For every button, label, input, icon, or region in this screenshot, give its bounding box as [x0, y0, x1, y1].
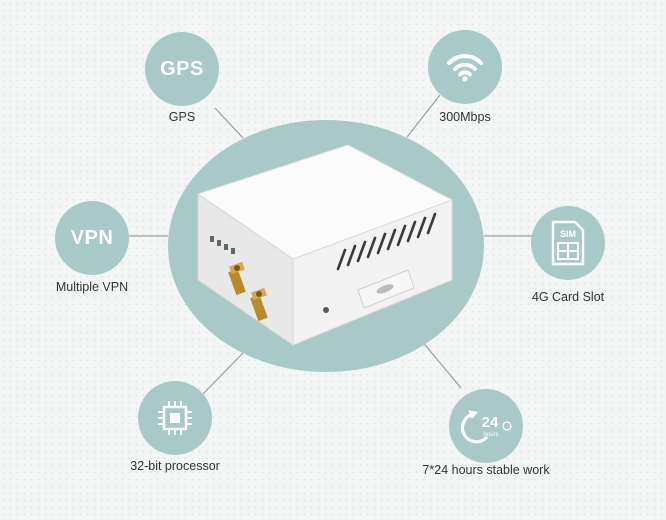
- sim-badge: SIM: [531, 206, 605, 280]
- uptime-icon-unit: hours: [483, 432, 498, 438]
- router-device-image: [196, 144, 454, 346]
- wifi-badge: [428, 30, 502, 104]
- processor-chip-icon: [158, 401, 192, 435]
- sim-slot-label: 4G Card Slot: [531, 290, 605, 304]
- vpn-badge: VPN: [55, 201, 129, 275]
- uptime-badge: 24 hours: [449, 389, 523, 463]
- sim-card-icon: SIM: [551, 220, 585, 266]
- uptime-label: 7*24 hours stable work: [422, 463, 550, 477]
- processor-badge: [138, 381, 212, 455]
- 24-hours-icon: 24 hours: [460, 410, 512, 444]
- sim-icon-text: SIM: [560, 229, 576, 239]
- wifi-icon: [447, 54, 483, 82]
- wifi-speed-label: 300Mbps: [439, 110, 491, 124]
- vpn-label: Multiple VPN: [55, 280, 129, 294]
- processor-label: 32-bit processor: [130, 459, 220, 473]
- vpn-text-icon: VPN: [70, 226, 114, 249]
- gps-badge: GPS: [145, 32, 219, 106]
- gps-text-icon: GPS: [160, 57, 204, 80]
- uptime-icon-number: 24: [482, 414, 499, 431]
- gps-label: GPS: [168, 110, 196, 124]
